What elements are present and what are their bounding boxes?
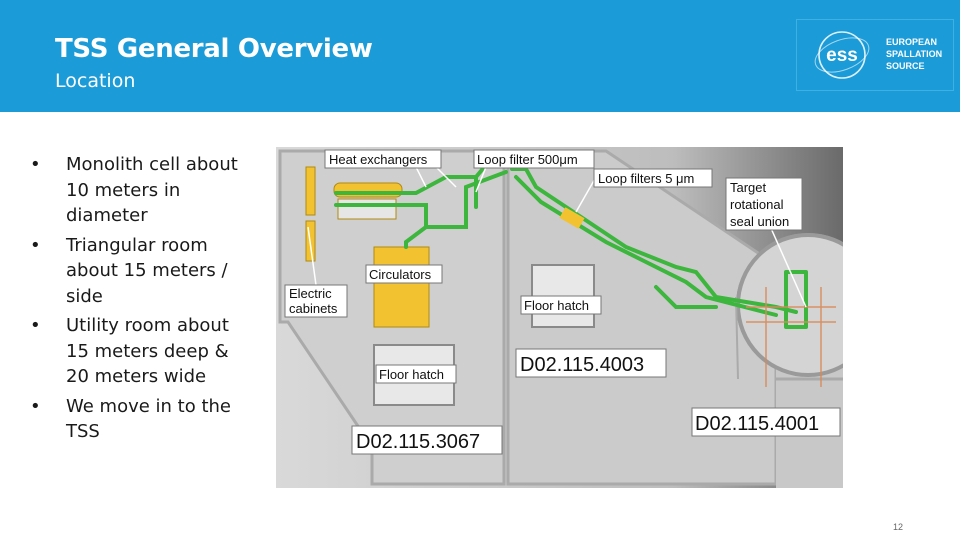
ess-logo: ess EUROPEAN SPALLATION SOURCE	[796, 19, 954, 91]
label-target-2: rotational	[730, 197, 784, 212]
label-electric-1: Electric	[289, 286, 332, 301]
bullet-item: •Utility room about 15 meters deep & 20 …	[30, 315, 229, 387]
room-id-monolith: D02.115.4001	[695, 413, 819, 435]
tss-layout-diagram: Heat exchangers Loop filter 500μm Loop f…	[276, 147, 843, 488]
room-id-utility: D02.115.3067	[356, 431, 480, 453]
bullet-item: •We move in to the TSS	[30, 395, 231, 443]
slide-title: TSS General Overview	[55, 34, 373, 64]
logo-line-3: SOURCE	[886, 61, 925, 71]
logo-line-2: SPALLATION	[886, 49, 942, 59]
bullet-item: •Monolith cell about 10 meters in diamet…	[30, 154, 238, 226]
label-floor-hatch-right: Floor hatch	[524, 298, 589, 313]
label-floor-hatch-left: Floor hatch	[379, 367, 444, 382]
logo-line-1: EUROPEAN	[886, 37, 937, 47]
room-id-triangle: D02.115.4003	[520, 354, 644, 376]
label-electric-2: cabinets	[289, 301, 338, 316]
bullet-list: •Monolith cell about 10 meters in diamet…	[30, 152, 245, 449]
slide-subtitle: Location	[55, 70, 136, 92]
logo-mark: ess	[826, 45, 858, 66]
bullet-item: •Triangular room about 15 meters / side	[30, 234, 228, 307]
electric-cabinet	[305, 166, 316, 216]
circulators-block	[373, 246, 430, 328]
page-number: 12	[893, 522, 904, 532]
label-loop-filters-5: Loop filters 5 μm	[598, 171, 694, 186]
label-heat-exchangers: Heat exchangers	[329, 152, 428, 167]
label-target-3: seal union	[730, 214, 789, 229]
label-loop-filter-500: Loop filter 500μm	[477, 152, 578, 167]
label-circulators: Circulators	[369, 267, 432, 282]
ess-ring-icon	[818, 31, 866, 79]
header-bar: TSS General Overview Location ess EUROPE…	[0, 0, 960, 112]
label-target-1: Target	[730, 180, 767, 195]
